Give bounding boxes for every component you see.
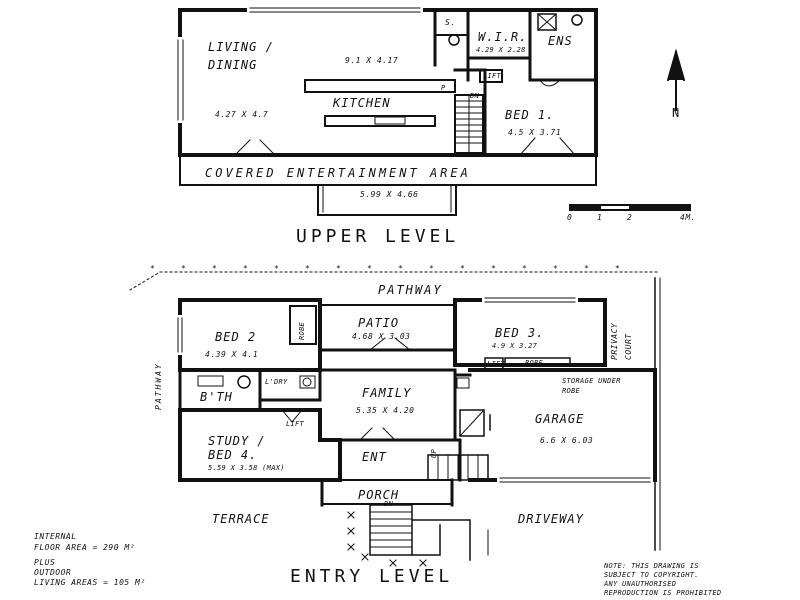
room-label-bed3: BED 3. [495,326,545,340]
room-label-ens: ENS [548,34,573,48]
room-label-study: STUDY / BED 4. [208,434,266,462]
room-dim-family: 5.35 X 4.20 [356,406,415,415]
room-label-porch: PORCH [358,488,400,502]
tree-marker: * [181,264,187,273]
room-dim-garage: 6.6 X 6.03 [540,436,594,445]
room-dim-bed1: 4.5 X 3.71 [508,128,562,137]
room-dim-wir: 4.29 X 2.28 [476,46,526,54]
scale-label-1: 1 [597,213,603,222]
tree-marker: * [305,264,311,273]
room-label-living-dining: LIVING / DINING [208,40,274,72]
pantry-label: P [441,84,446,92]
upper-level-walls [177,7,598,216]
copyright-line-3: ANY UNAUTHORISED [604,580,677,588]
pathway-label-side: PATHWAY [154,362,163,410]
copyright-line-4: REPRODUCTION IS PROHIBITED [604,589,722,597]
tree-marker: * [553,264,559,273]
room-dim-living-dining: 4.27 X 4.7 [215,110,269,119]
floor-area-line-5: LIVING AREAS = 105 m² [34,578,146,587]
room-dim-study: 5.59 X 3.58 (MAX) [208,464,285,472]
pathway-label-top: PATHWAY [378,283,443,297]
tree-marker: * [243,264,249,273]
tree-marker: * [615,264,621,273]
room-label-wir: W.I.R. [478,30,528,44]
robe-label-bed2: ROBE [298,321,306,340]
tree-marker: * [212,264,218,273]
room-dim-patio: 4.68 X 3.03 [352,332,411,341]
floor-area-line-1: INTERNAL [34,532,77,541]
scale-bar [569,204,691,211]
scale-label-0: 0 [567,213,573,222]
tree-marker: * [336,264,342,273]
robe-label-bed3: ROBE [525,359,544,367]
room-label-patio: PATIO [358,316,400,330]
north-label: N [672,106,681,120]
room-label-s: S. [445,18,456,27]
copyright-line-1: NOTE: THIS DRAWING IS [604,562,699,570]
tree-marker: * [274,264,280,273]
north-arrow-icon [666,48,686,111]
room-label-bed1: BED 1. [505,108,555,122]
room-dim-bed3: 4.9 X 3.27 [492,342,538,350]
copyright-line-2: SUBJECT TO COPYRIGHT. [604,571,699,579]
terrace-label: TERRACE [212,512,270,526]
upper-level-title: UPPER LEVEL [296,226,460,247]
stair-up-label: UP [430,448,438,458]
tree-row [129,271,661,291]
lift-label-study: LIFT [286,420,305,428]
entry-level-walls [177,297,657,561]
room-label-family: FAMILY [362,386,412,400]
scale-label-4m: 4m. [680,213,696,222]
room-label-kitchen: KITCHEN [333,96,391,110]
room-dim-bed2: 4.39 X 4.1 [205,350,259,359]
room-label-garage: GARAGE [535,412,585,426]
stair-dn-label-upper: DN [470,92,480,100]
floor-area-line-2: FLOOR AREA = 290 m² [34,543,136,552]
room-label-ldry: L'DRY [265,378,288,386]
room-dim-covered-area: 5.99 X 4.66 [360,190,419,199]
room-dim-kitchen: 9.1 X 4.17 [345,56,399,65]
lift-label-bed3: LIFT [487,360,506,368]
room-label-ent: ENT [362,450,387,464]
shrub-markers [347,511,427,567]
tree-marker: * [367,264,373,273]
stair-dn-label-entry: DN [384,500,394,508]
floor-area-line-4: OUTDOOR [34,568,72,577]
entry-level-title: ENTRY LEVEL [290,566,454,587]
tree-marker: * [150,264,156,273]
floor-area-line-3: PLUS [34,558,56,567]
room-label-covered-area: COVERED ENTERTAINMENT AREA [205,166,471,180]
driveway-label: DRIVEWAY [518,512,584,526]
lift-label-upper: LIFT [483,72,502,80]
room-label-bed2: BED 2 [215,330,257,344]
tree-marker: * [491,264,497,273]
tree-marker: * [460,264,466,273]
privacy-court-label: PRIVACY COURT [610,322,633,360]
tree-marker: * [398,264,404,273]
tree-marker: * [429,264,435,273]
tree-marker: * [584,264,590,273]
tree-marker: * [522,264,528,273]
storage-label: STORAGE UNDER ROBE [562,377,621,395]
room-label-bath: B'TH [200,390,233,404]
scale-label-2: 2 [627,213,633,222]
